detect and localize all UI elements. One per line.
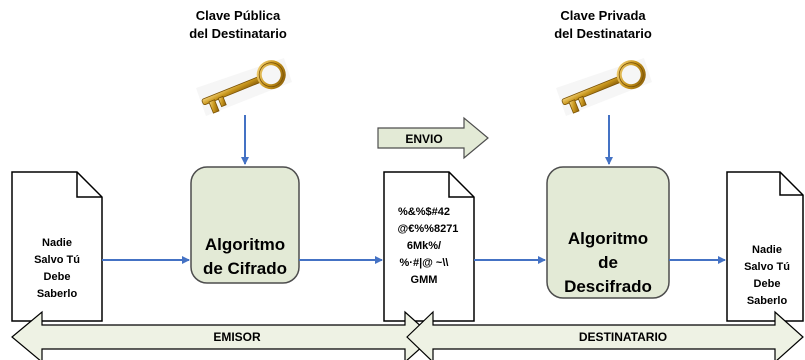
plaintext-right-line2: Salvo Tú	[744, 261, 790, 273]
private-key-icon	[556, 58, 652, 116]
plaintext-right-line4: Saberlo	[747, 295, 788, 307]
ciphertext-line5: GMM	[411, 274, 438, 286]
ciphertext-document: %&%$#42 @€%%8271 6Mk%/ %·#|@ ~\\ GMM	[383, 171, 475, 322]
decipher-box-line1: Algoritmo	[568, 229, 648, 248]
destinatario-arrow: DESTINATARIO	[406, 310, 804, 360]
cipher-box-line1: Algoritmo	[205, 235, 285, 254]
cipher-box-line2: de Cifrado	[203, 259, 287, 278]
decipher-algorithm-box: Algoritmo de Descifrado	[546, 166, 670, 299]
private-key-label-line1: Clave Privada	[560, 8, 646, 23]
plaintext-right-line3: Debe	[754, 278, 781, 290]
plaintext-left-line3: Debe	[44, 271, 71, 283]
decipher-box-line3: Descifrado	[564, 277, 652, 296]
public-key-label-line1: Clave Pública	[196, 8, 281, 23]
ciphertext-line3: 6Mk%/	[407, 240, 441, 252]
public-key-label-line2: del Destinatario	[189, 26, 287, 41]
ciphertext-line4: %·#|@ ~\\	[400, 257, 449, 269]
envio-label: ENVIO	[405, 132, 442, 146]
decipher-box-line2: de	[598, 253, 618, 272]
plaintext-document-left: Nadie Salvo Tú Debe Saberlo	[11, 171, 103, 322]
plaintext-document-right: Nadie Salvo Tú Debe Saberlo	[726, 171, 804, 322]
cipher-algorithm-box: Algoritmo de Cifrado	[190, 166, 300, 284]
envio-arrow: ENVIO	[377, 116, 489, 160]
emisor-label: EMISOR	[213, 330, 261, 344]
ciphertext-line2: @€%%8271	[398, 223, 459, 235]
plaintext-right-line1: Nadie	[752, 244, 782, 256]
destinatario-label: DESTINATARIO	[579, 330, 667, 344]
private-key-label-line2: del Destinatario	[554, 26, 652, 41]
plaintext-left-line1: Nadie	[42, 237, 72, 249]
ciphertext-line1: %&%$#42	[398, 206, 450, 218]
plaintext-left-line2: Salvo Tú	[34, 254, 80, 266]
public-key-icon	[196, 58, 292, 116]
plaintext-left-line4: Saberlo	[37, 288, 78, 300]
